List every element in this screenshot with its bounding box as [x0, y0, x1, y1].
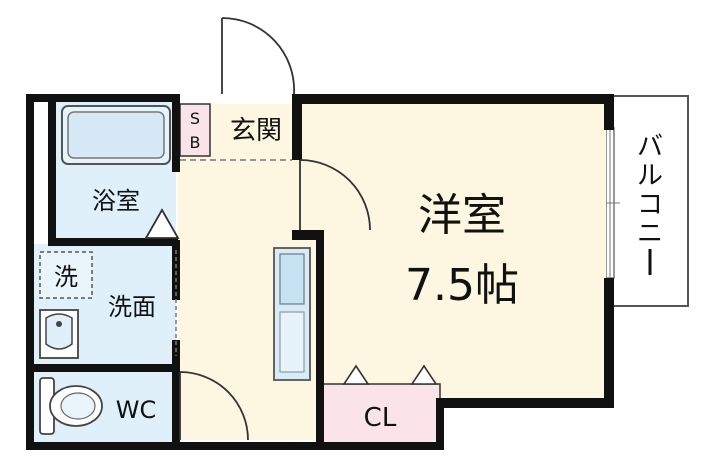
svg-text:ル: ル	[637, 161, 663, 191]
svg-text:バ: バ	[637, 132, 663, 162]
closet-doors	[342, 364, 438, 385]
room-door	[299, 159, 371, 231]
svg-text:コ: コ	[637, 190, 663, 220]
western-room-floor	[300, 102, 606, 405]
washer-pan	[39, 251, 93, 299]
toilet-label: WC	[116, 396, 157, 424]
western-room-size: 7.5帖	[405, 260, 519, 311]
bathroom-label: 浴室	[92, 187, 140, 215]
washer-label: 洗	[54, 263, 78, 291]
svg-text:ニ: ニ	[637, 219, 663, 249]
entrance-label: 玄関	[230, 116, 282, 146]
bath-door	[144, 208, 180, 239]
shoe-box-label-b: B	[190, 133, 201, 152]
toilet-door	[179, 371, 249, 441]
closet-label: CL	[364, 403, 397, 433]
shoe-box-label-s: S	[190, 109, 200, 128]
walls	[26, 94, 614, 450]
balcony-label: バ ル コ ニ	[637, 132, 663, 275]
washroom-label: 洗面	[108, 293, 156, 321]
western-room-name: 洋室	[418, 190, 506, 241]
entry-door	[221, 17, 295, 95]
